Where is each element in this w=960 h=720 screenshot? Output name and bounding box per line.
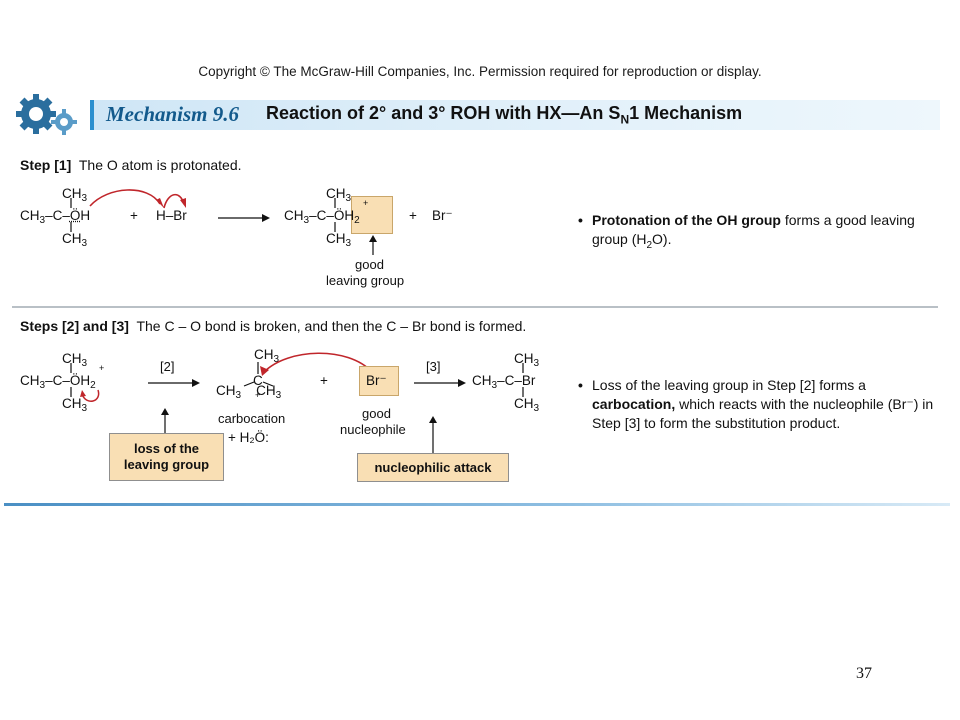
nucleophile-highlight xyxy=(359,366,399,396)
hbr-reagent: H–Br xyxy=(156,208,187,223)
nucleophilic-attack-tag: nucleophilic attack xyxy=(357,453,509,482)
carbocation-label: carbocation xyxy=(218,411,286,426)
plus-sign-step1b: + xyxy=(409,208,417,223)
leaving-group-highlight xyxy=(351,196,393,234)
positive-charge-carbocation: + xyxy=(255,390,261,400)
nucleophile-label: nucleophile xyxy=(340,422,406,437)
arrow3-label: [3] xyxy=(426,359,441,374)
bromide-ion-step2: Br⁻ xyxy=(366,373,387,388)
product1-ch3-bottom: CH3 xyxy=(326,231,352,249)
step1-heading: Step [1] The O atom is protonated. xyxy=(20,157,242,173)
curved-arrow-step1 xyxy=(89,189,186,209)
product1-bonds xyxy=(334,198,336,232)
leaving-group-label: leaving group xyxy=(326,273,405,288)
step1-note: • Protonation of the OH group forms a go… xyxy=(578,212,915,251)
step23-heading: Steps [2] and [3] The C – O bond is brok… xyxy=(20,318,527,334)
product2-structure: CH3–C–Br xyxy=(472,373,536,391)
positive-charge-step1: + xyxy=(363,198,369,208)
page-number: 37 xyxy=(856,665,872,682)
section-divider xyxy=(12,306,938,308)
product1-structure: CH3–C–ÖH2 xyxy=(284,208,360,226)
reactant1-structure: CH3–C–ÖH xyxy=(20,208,91,226)
curved-arrow-nucleophile xyxy=(260,352,373,376)
carbocation-bonds xyxy=(243,362,274,387)
banner-strip xyxy=(92,100,940,130)
reaction-arrow-step1 xyxy=(218,214,270,222)
banner-divider-bar xyxy=(90,100,94,130)
water-product: + H₂Ö: xyxy=(228,430,269,445)
mechanism-label: Mechanism 9.6 xyxy=(106,102,240,126)
reactant2-structure: CH3–C–ÖH2 xyxy=(20,373,96,391)
mechanism-banner: Mechanism 9.6 Reaction of 2° and 3° ROH … xyxy=(8,92,940,136)
product2-bonds xyxy=(522,363,524,397)
curved-arrow-step2 xyxy=(80,389,100,402)
product2-ch3-bottom: CH3 xyxy=(514,396,540,414)
copyright-notice: Copyright © The McGraw-Hill Companies, I… xyxy=(198,64,762,79)
good-label-step1: good xyxy=(355,257,384,272)
good-label-step2: good xyxy=(362,406,391,421)
gear-icon xyxy=(16,94,77,135)
reactant1-bonds xyxy=(70,198,72,232)
carbocation-structure: CH3 CH3 xyxy=(216,383,282,401)
mechanism-title: Reaction of 2° and 3° ROH with HX—An SN1… xyxy=(266,103,743,127)
up-arrow-leaving-group xyxy=(369,235,377,255)
arrow2-label: [2] xyxy=(160,359,175,374)
bromide-ion-step1: Br⁻ xyxy=(432,208,453,223)
product2-ch3-top: CH3 xyxy=(514,351,540,369)
positive-charge-step2: + xyxy=(99,363,105,373)
carbocation-center: C xyxy=(253,373,263,388)
product1-ch3-top: CH3 xyxy=(326,186,352,204)
loss-of-leaving-group-tag: loss of the leaving group xyxy=(109,433,224,481)
reaction-arrow-step3 xyxy=(414,379,466,387)
step23-note: • Loss of the leaving group in Step [2] … xyxy=(578,377,934,431)
up-arrow-loss xyxy=(161,408,169,434)
up-arrow-attack xyxy=(429,416,437,454)
bottom-rule xyxy=(4,503,950,506)
plus-sign-step2: + xyxy=(320,373,328,388)
reactant2-bonds xyxy=(70,363,72,397)
plus-sign-step1a: + xyxy=(130,208,138,223)
carbocation-ch3-top: CH3 xyxy=(254,347,280,365)
reactant1-ch3-bottom: CH3 xyxy=(62,231,88,249)
reaction-arrow-step2 xyxy=(148,379,200,387)
reactant2-ch3-bottom: CH3 xyxy=(62,396,88,414)
reactant1-ch3-top: CH3 xyxy=(62,186,88,204)
reactant2-ch3-top: CH3 xyxy=(62,351,88,369)
